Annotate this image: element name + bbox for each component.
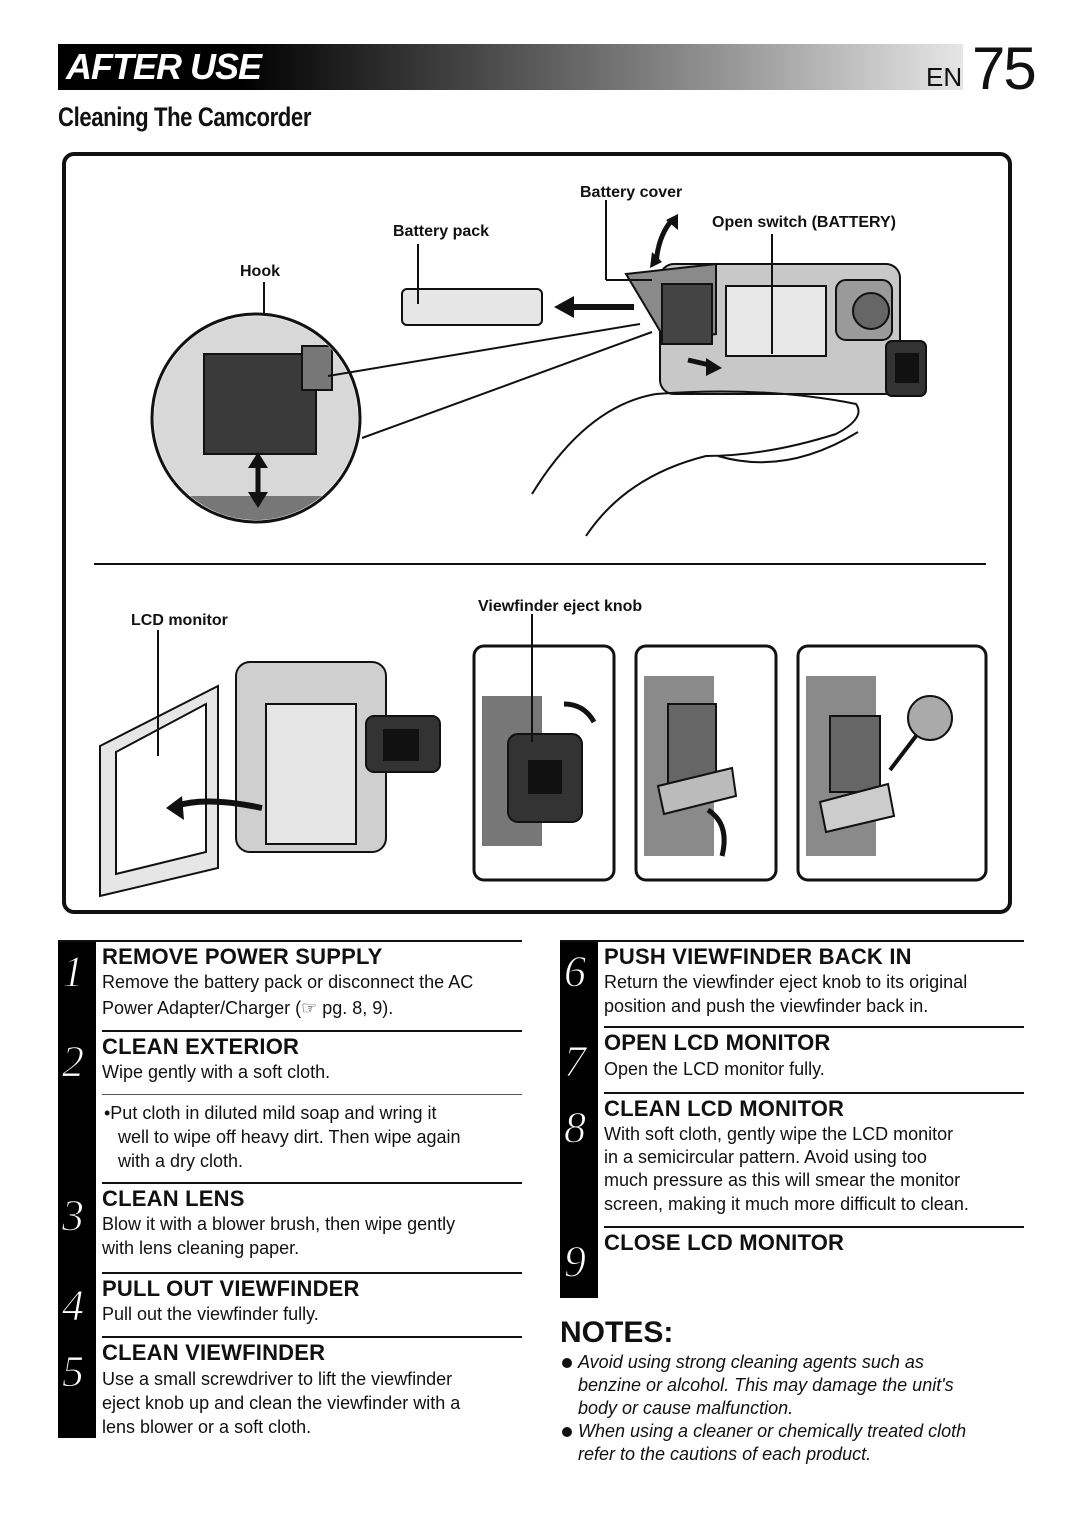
step-number: 2 (62, 1037, 85, 1086)
page-header-title: AFTER USE (66, 46, 262, 87)
page-number: 75 (972, 35, 1037, 102)
step-text: Return the viewfinder eject knob to its … (604, 972, 968, 992)
note-bullet (562, 1358, 572, 1368)
step-text: with lens cleaning paper. (102, 1238, 300, 1258)
header-band (58, 44, 963, 90)
step-heading: CLEAN VIEWFINDER (102, 1340, 326, 1365)
hand-outline (531, 390, 860, 537)
step-number-bar-left (58, 942, 96, 1438)
step-text: lens blower or a soft cloth. (102, 1417, 312, 1437)
step-heading: PULL OUT VIEWFINDER (102, 1276, 360, 1301)
label-open-switch: Open switch (BATTERY) (712, 214, 896, 231)
step-heading: CLEAN EXTERIOR (102, 1034, 300, 1059)
rule-step-9 (604, 1226, 1024, 1228)
language-code: EN (926, 62, 963, 92)
note-text: body or cause malfunction. (578, 1398, 794, 1418)
step-number: 6 (564, 947, 587, 996)
step-number: 1 (62, 947, 85, 996)
step-text: Pull out the viewfinder fully. (102, 1304, 319, 1324)
viewfinder-panel-1 (472, 644, 616, 882)
rule-step-1 (58, 940, 522, 942)
step-text: Wipe gently with a soft cloth. (102, 1062, 331, 1082)
rule-step-8 (604, 1092, 1024, 1094)
step-text: eject knob up and clean the viewfinder w… (102, 1393, 461, 1413)
step-bullet-text: well to wipe off heavy dirt. Then wipe a… (118, 1127, 461, 1147)
step-heading: REMOVE POWER SUPPLY (102, 944, 383, 969)
step-number: 4 (62, 1281, 85, 1330)
camcorder-lcd-open (99, 661, 441, 898)
step-text: Use a small screwdriver to lift the view… (102, 1369, 453, 1389)
viewfinder-panel-2 (634, 644, 778, 882)
step-text: Blow it with a blower brush, then wipe g… (102, 1214, 456, 1234)
rule-step-4 (102, 1272, 522, 1274)
step-number: 3 (62, 1191, 85, 1240)
step-bullet-text: •Put cloth in diluted mild soap and wrin… (104, 1103, 437, 1123)
notes-title: NOTES: (560, 1316, 674, 1349)
step-text: Open the LCD monitor fully. (604, 1059, 825, 1079)
step-heading: PUSH VIEWFINDER BACK IN (604, 944, 912, 969)
section-title: Cleaning The Camcorder (58, 102, 312, 132)
rule-step-3 (102, 1182, 522, 1184)
rule-step-7 (604, 1026, 1024, 1028)
camcorder-illustration (94, 200, 988, 898)
note-text: When using a cleaner or chemically treat… (578, 1421, 967, 1441)
rule-step-5 (102, 1336, 522, 1338)
rule-bullet (102, 1094, 522, 1095)
step-text: much pressure as this will smear the mon… (604, 1170, 961, 1190)
step-number: 9 (564, 1237, 587, 1286)
label-lcd-monitor: LCD monitor (131, 612, 228, 629)
step-text: in a semicircular pattern. Avoid using t… (604, 1147, 927, 1167)
label-hook: Hook (240, 263, 280, 280)
step-text: Power Adapter/Charger (☞ pg. 8, 9). (102, 998, 394, 1018)
rule-step-2 (102, 1030, 522, 1032)
step-number-bar-right (560, 942, 598, 1298)
step-number: 7 (564, 1037, 587, 1086)
step-text: With soft cloth, gently wipe the LCD mon… (604, 1124, 954, 1144)
step-bullet-text: with a dry cloth. (118, 1151, 244, 1171)
step-heading: CLEAN LCD MONITOR (604, 1096, 845, 1121)
note-text: Avoid using strong cleaning agents such … (578, 1352, 924, 1372)
figure-frame (62, 152, 1012, 914)
step-heading: OPEN LCD MONITOR (604, 1030, 831, 1055)
label-viewfinder-eject-knob: Viewfinder eject knob (478, 598, 643, 615)
step-text: position and push the viewfinder back in… (604, 996, 929, 1016)
step-text: screen, making it much more difficult to… (604, 1194, 969, 1214)
camcorder-body-top (659, 263, 927, 397)
viewfinder-panel-3 (796, 644, 988, 882)
battery-pack-shape (401, 288, 543, 326)
note-text: refer to the cautions of each product. (578, 1444, 872, 1464)
step-text: Remove the battery pack or disconnect th… (102, 972, 474, 992)
step-heading: CLOSE LCD MONITOR (604, 1230, 845, 1255)
label-battery-cover: Battery cover (580, 184, 683, 201)
step-number: 5 (62, 1347, 85, 1396)
label-battery-pack: Battery pack (393, 223, 490, 240)
note-text: benzine or alcohol. This may damage the … (578, 1375, 954, 1395)
note-bullet (562, 1427, 572, 1437)
rule-step-6 (560, 940, 1024, 942)
step-number: 8 (564, 1103, 587, 1152)
step-heading: CLEAN LENS (102, 1186, 245, 1211)
